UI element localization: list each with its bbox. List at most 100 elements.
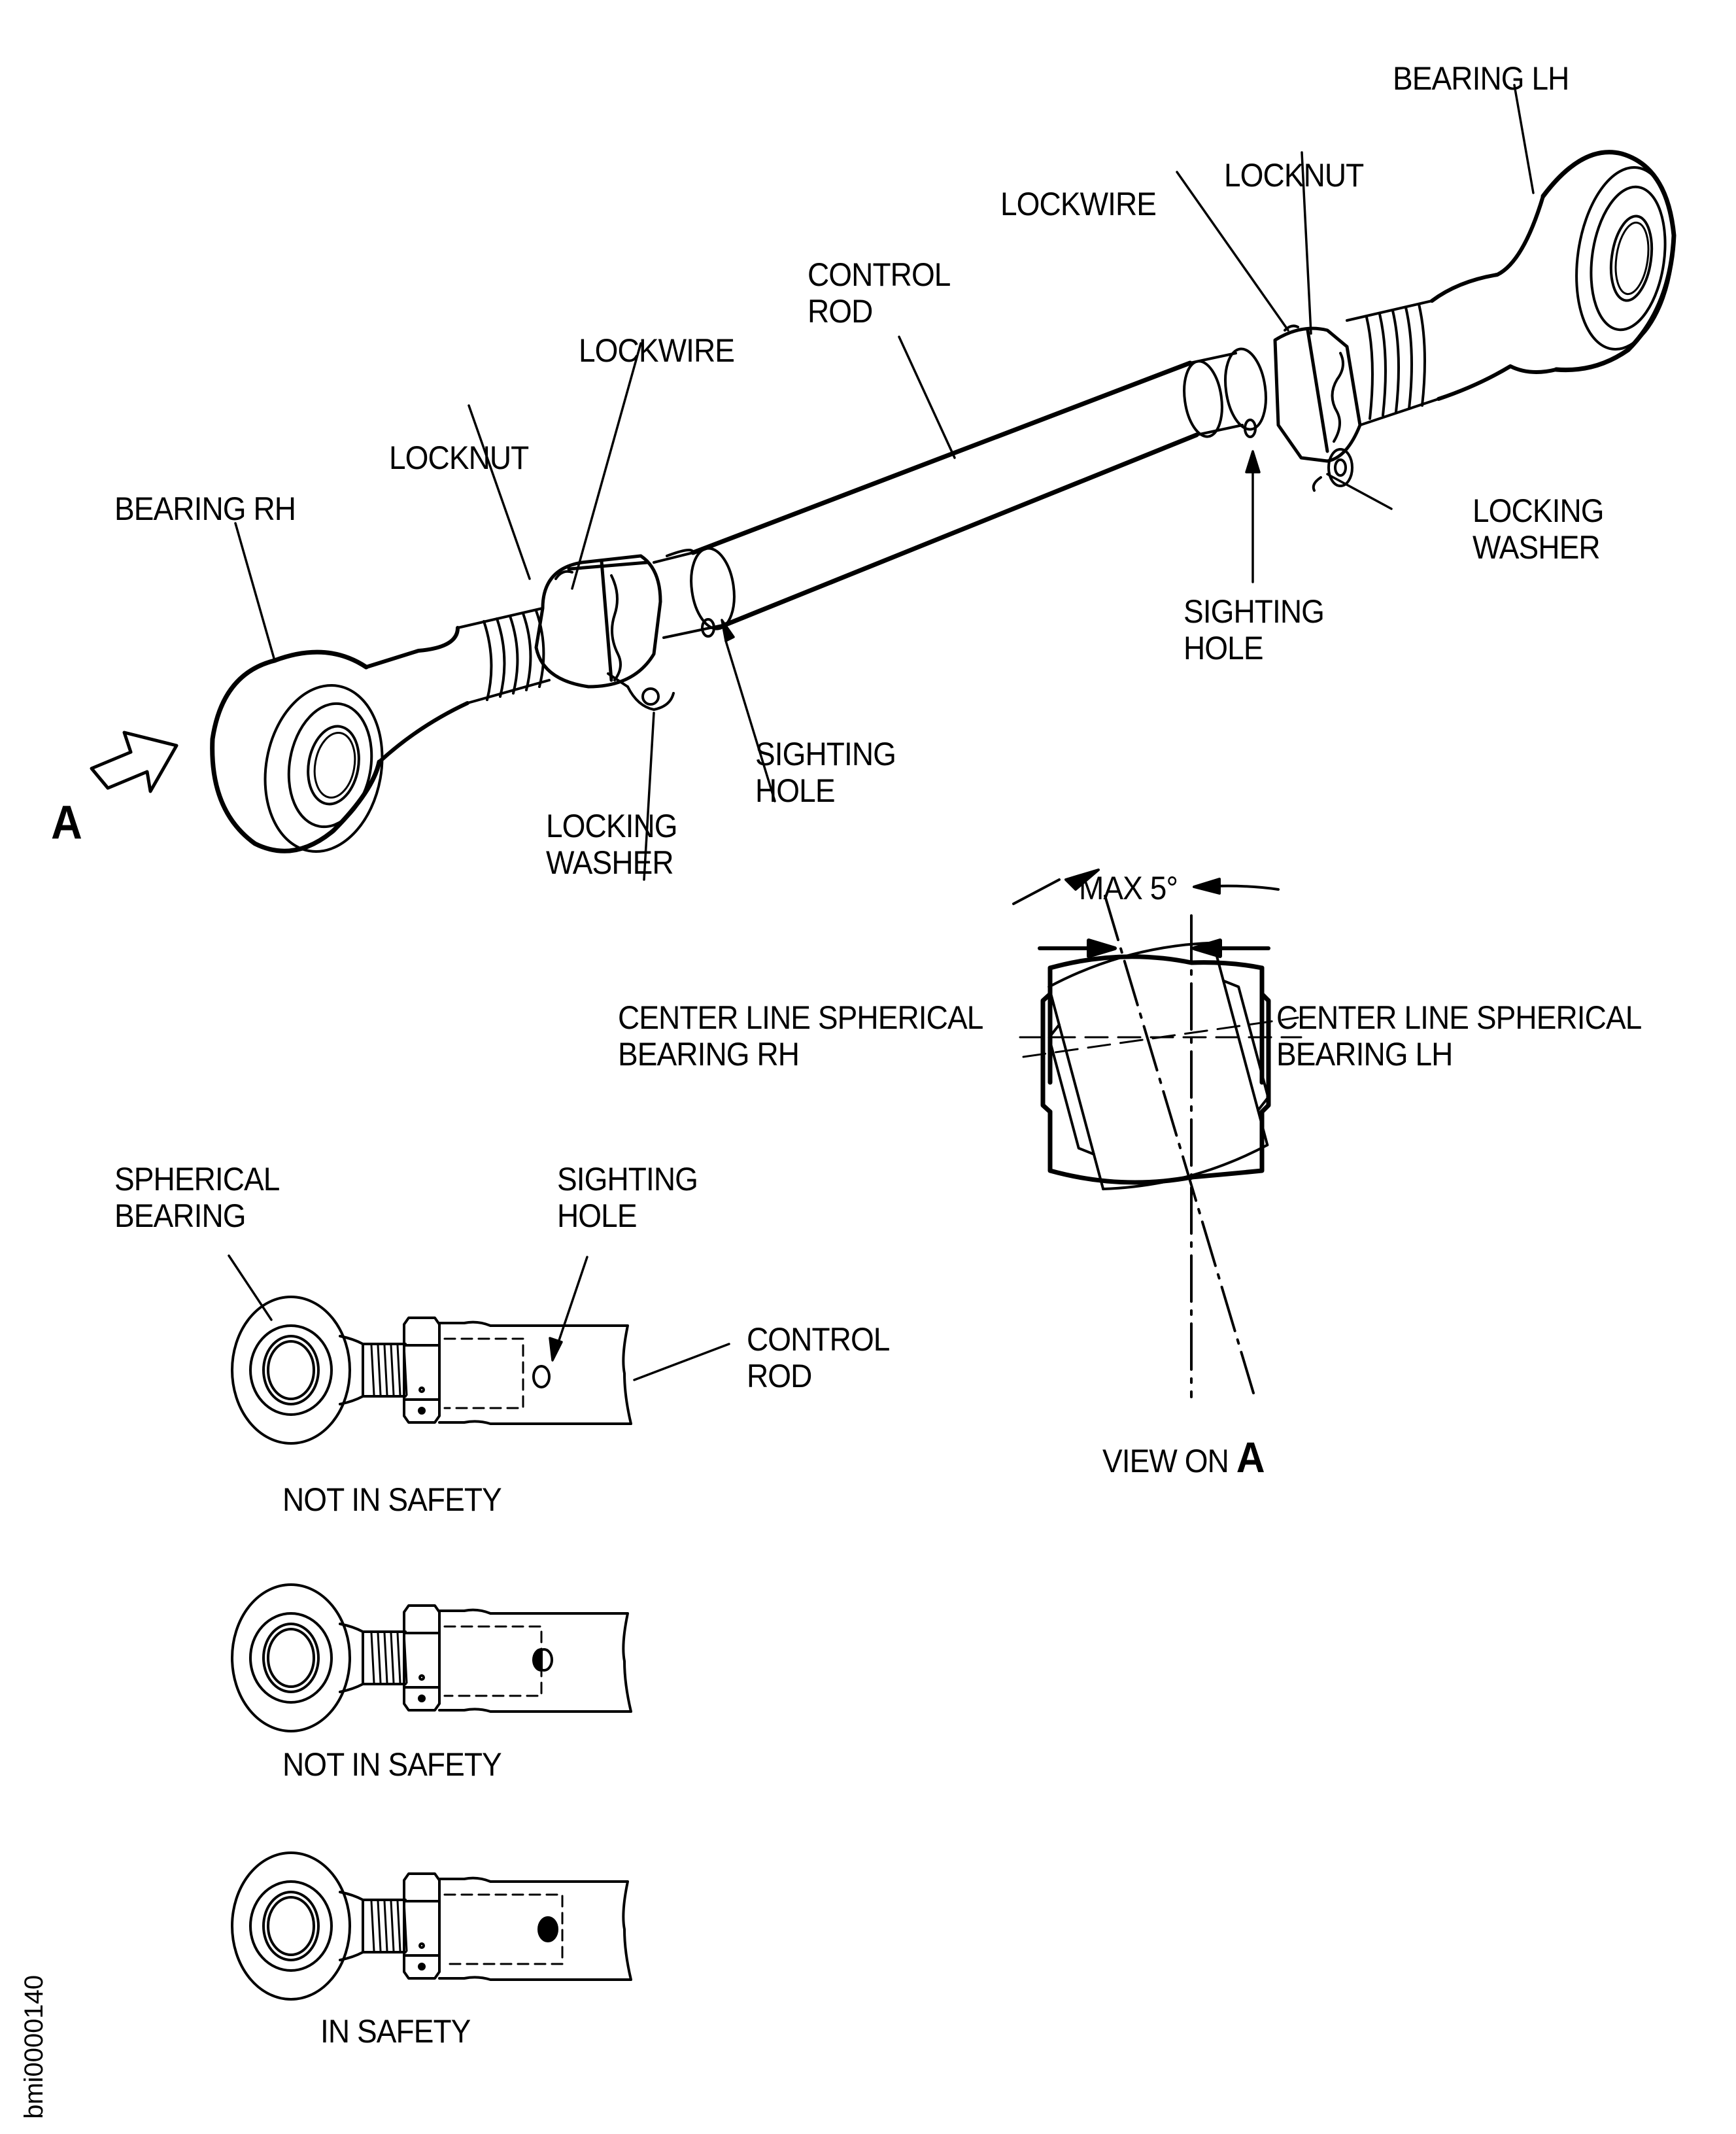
label-centerline-rh: CENTER LINE SPHERICAL (618, 999, 983, 1036)
label-centerline-rh-2: BEARING RH (618, 1036, 800, 1073)
label-bearing-lh: BEARING LH (1393, 60, 1569, 97)
label-control-rod-detail-2: ROD (747, 1358, 812, 1394)
label-sighting-hole-lh-2: HOLE (1183, 630, 1264, 666)
tilted-axis (1022, 1016, 1299, 1058)
locking-washer-rh (607, 672, 675, 711)
view-caption: VIEW ON A (1102, 1434, 1265, 1481)
leader-control-rod (898, 336, 956, 459)
bearing-bore (267, 1340, 315, 1400)
view-caption-letter: A (1236, 1433, 1265, 1481)
bearing-eye-outer (231, 1851, 351, 2001)
lockwire-rh (554, 570, 622, 681)
safety-caption-2: NOT IN SAFETY (282, 1746, 502, 1783)
locknut (403, 1317, 441, 1424)
locknut-lh (1273, 326, 1362, 463)
label-max-angle: MAX 5° (1079, 870, 1178, 906)
rod-sleeve-lh (1183, 347, 1267, 438)
label-locking-washer-rh-2: WASHER (546, 844, 674, 881)
bearing-eye-outer (231, 1583, 351, 1732)
bearing-eye-mid (249, 1324, 333, 1416)
label-sighting-hole-rh-2: HOLE (755, 772, 836, 809)
lock-hole (418, 1674, 425, 1681)
leader-control-rod (633, 1343, 730, 1381)
arrowhead (1245, 450, 1261, 473)
bearing-neck (339, 1335, 364, 1405)
label-locknut-rh: LOCKNUT (389, 439, 529, 476)
leader-lines (234, 84, 1535, 881)
label-centerline-lh: CENTER LINE SPHERICAL (1276, 999, 1642, 1036)
leader-locknut-rh (468, 404, 531, 580)
sighting-hole-lh (1244, 419, 1257, 438)
lock-hole (418, 1963, 426, 1971)
sighting-hole-icon (537, 1916, 558, 1942)
lock-hole (418, 1695, 426, 1702)
control-rod-tube (438, 1876, 632, 1981)
leader-lockwire-rh (571, 342, 642, 590)
label-locking-washer-lh: LOCKING (1472, 492, 1605, 529)
bearing-eye-outer (231, 1296, 351, 1445)
bearing-shank-hidden (443, 1893, 564, 1965)
view-arrow-icon (90, 731, 179, 793)
label-lockwire-lh: LOCKWIRE (1000, 186, 1157, 222)
label-locking-washer-rh: LOCKING (546, 808, 678, 844)
safety-drawing-1 (231, 1296, 632, 1445)
leader-bearing-rh (234, 522, 276, 662)
label-sighting-hole-rh: SIGHTING (755, 736, 896, 772)
sighting-hole-icon (532, 1365, 551, 1388)
bearing-lh (1430, 150, 1676, 401)
view-on-a-drawing (1012, 869, 1302, 1398)
bearing-bore (267, 1628, 315, 1688)
bearing-rh (210, 626, 469, 853)
control-rod-tube (690, 360, 1199, 627)
label-view-arrow-a: A (51, 797, 82, 849)
locking-washer-lh (1312, 448, 1353, 492)
safety-leaders (228, 1254, 730, 1381)
arrowhead (549, 1337, 563, 1362)
label-lockwire-rh: LOCKWIRE (579, 332, 735, 369)
thread (362, 1899, 408, 1953)
label-control-rod-2: ROD (808, 293, 873, 330)
thread-lh (1346, 300, 1440, 426)
locknut (403, 1872, 441, 1980)
safety-drawing-2 (231, 1583, 632, 1732)
locknut (403, 1604, 441, 1712)
bearing-eye-mid (249, 1612, 333, 1704)
leader-spherical-bearing (228, 1254, 273, 1321)
bearing-neck (339, 1623, 364, 1693)
label-locking-washer-lh-2: WASHER (1472, 529, 1601, 566)
figure-id: bmi0000140 (20, 1974, 48, 2119)
bearing-shank-hidden (443, 1337, 524, 1409)
control-rod-tube (438, 1608, 632, 1713)
rod-sleeve-rh (653, 547, 736, 639)
control-rod-tube (438, 1320, 632, 1425)
sighting-hole-fill (532, 1648, 543, 1672)
label-spherical-bearing: SPHERICAL (114, 1161, 280, 1197)
centerline-pointers (1038, 938, 1270, 958)
bearing-shank-hidden (443, 1625, 543, 1697)
leader-locking-washer-lh (1326, 473, 1393, 510)
lockwire-lh (1284, 324, 1344, 443)
view-caption-prefix: VIEW ON (1102, 1443, 1229, 1479)
thread (362, 1630, 408, 1685)
angle-dimension (1012, 869, 1280, 905)
safety-drawings (231, 1296, 632, 2001)
leader-bearing-lh (1513, 84, 1535, 194)
leader-sighting-hole (553, 1256, 588, 1355)
sighting-hole-rh (701, 618, 715, 638)
bearing-tilted (1047, 941, 1270, 1191)
label-centerline-lh-2: BEARING LH (1276, 1036, 1453, 1073)
lock-hole (418, 1942, 425, 1949)
label-sighting-hole-lh: SIGHTING (1183, 593, 1325, 630)
bearing-neck (339, 1891, 364, 1961)
control-rod-assembly (90, 84, 1676, 881)
leader-sighting-hole-rh (724, 640, 776, 802)
thread-rh (456, 607, 551, 704)
label-locknut-lh: LOCKNUT (1224, 157, 1364, 194)
leader-locknut-lh (1301, 151, 1312, 335)
locknut-rh (534, 554, 662, 689)
label-bearing-rh: BEARING RH (114, 490, 296, 527)
bearing-ball (262, 1335, 320, 1405)
lock-hole (418, 1386, 425, 1393)
centerline-rh (1104, 895, 1255, 1394)
